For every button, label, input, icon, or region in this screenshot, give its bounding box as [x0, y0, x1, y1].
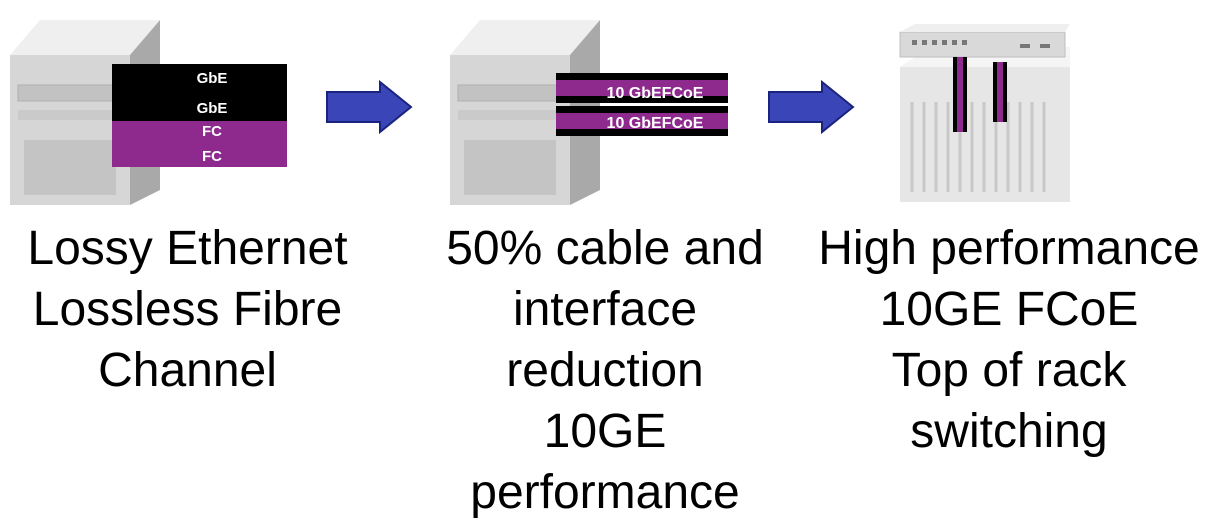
caption-line: performance [470, 466, 740, 519]
gbe-label-2: GbE [196, 100, 228, 117]
fc-label-1: FC [202, 123, 222, 140]
gbe-label-1: GbE [196, 70, 228, 87]
fc-label-2: FC [202, 148, 222, 165]
caption-line: High performance [818, 222, 1200, 275]
caption-line: Lossless Fibre [32, 283, 343, 336]
fcoe-cable-1 [556, 73, 728, 103]
fcoe-label-1: 10 GbEFCoE [606, 85, 704, 102]
stage-1: GbE GbE FC FC [0, 0, 300, 205]
fc-bar-1 [112, 121, 287, 145]
arrow-right-icon [326, 80, 413, 135]
caption-line: 50% cable and [446, 222, 764, 275]
stage-3 [880, 0, 1222, 210]
fcoe-label-2: 10 GbEFCoE [606, 115, 704, 132]
rack-switch-icon [899, 24, 1070, 202]
caption-line: switching [910, 405, 1108, 458]
caption-line: Lossy Ethernet [27, 222, 348, 275]
caption-line: 10GE [543, 405, 667, 458]
gbe-bar-2 [112, 94, 287, 121]
caption-line: reduction [506, 344, 704, 397]
gbe-bar-1 [112, 64, 287, 94]
caption-line: interface [512, 283, 698, 336]
fc-bar-2 [112, 145, 287, 167]
server-tower-icon [450, 20, 600, 205]
stage-3-caption: High performance 10GE FCoE Top of rack s… [800, 218, 1218, 462]
fcoe-cable-2 [556, 106, 728, 136]
stage-1-caption: Lossy Ethernet Lossless Fibre Channel [0, 218, 375, 401]
stage-2: 10 GbEFCoE 10 GbEFCoE [440, 0, 740, 205]
stage-2-caption: 50% cable and interface reduction 10GE p… [420, 218, 790, 523]
caption-line: Channel [98, 344, 277, 397]
arrow-right-icon [768, 80, 855, 135]
caption-line: Top of rack [891, 344, 1127, 397]
caption-line: 10GE FCoE [879, 283, 1139, 336]
